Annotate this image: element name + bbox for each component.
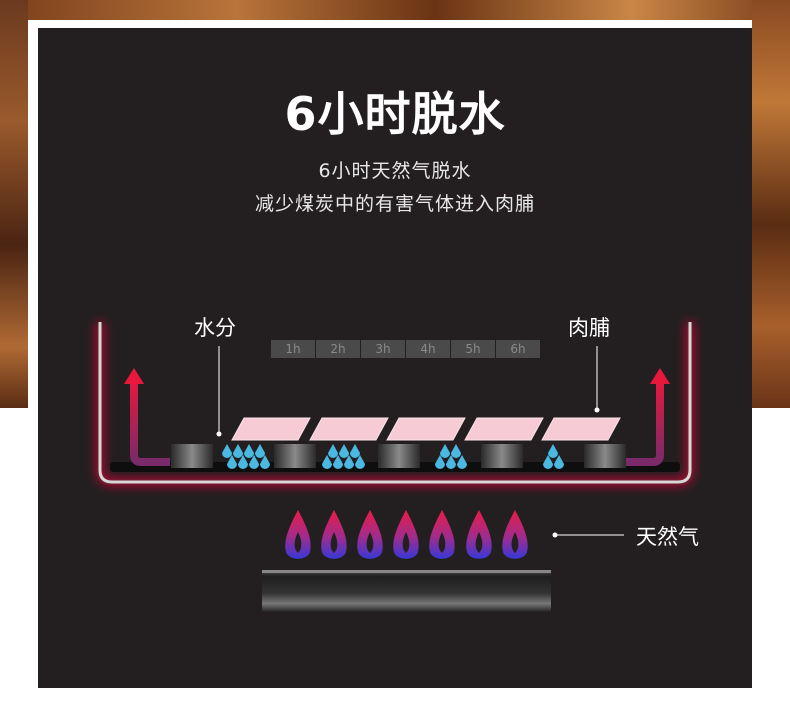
gas-label: 天然气: [636, 525, 699, 549]
jerky-slices: [231, 417, 621, 441]
jerky-leader-dot: [594, 407, 600, 413]
gas-burner: [262, 570, 551, 612]
water-leader-dot: [216, 431, 222, 437]
drying-tray: [98, 322, 692, 484]
hour-cell: 6h: [496, 340, 540, 358]
subtitle-line-1: 6小时天然气脱水: [318, 160, 472, 182]
water-droplets: [222, 444, 564, 469]
page-title: 6小时脱水: [284, 87, 506, 141]
subtitle-line-2: 减少煤炭中的有害气体进入肉脯: [254, 193, 535, 215]
right-heat-arrow: [626, 378, 664, 466]
background-photo-top: [0, 0, 790, 20]
left-heat-arrow: [130, 378, 170, 466]
background-photo-left: [0, 0, 28, 408]
jerky-label: 肉脯: [568, 316, 610, 340]
gas-leader-dot: [552, 532, 558, 538]
burner-top-edge: [262, 570, 551, 573]
hour-cell: 1h: [271, 340, 315, 358]
hour-cell: 3h: [361, 340, 405, 358]
hour-timeline: 1h 2h 3h 4h 5h 6h: [271, 340, 541, 358]
water-label: 水分: [194, 316, 236, 340]
support-blocks: [171, 444, 626, 468]
hour-cell: 4h: [406, 340, 450, 358]
background-photo-right: [752, 0, 790, 408]
hour-cell: 5h: [451, 340, 495, 358]
gas-flames: [285, 510, 528, 559]
left-arrow-head: [124, 368, 144, 384]
hour-cell: 2h: [316, 340, 360, 358]
right-arrow-head: [650, 368, 670, 384]
